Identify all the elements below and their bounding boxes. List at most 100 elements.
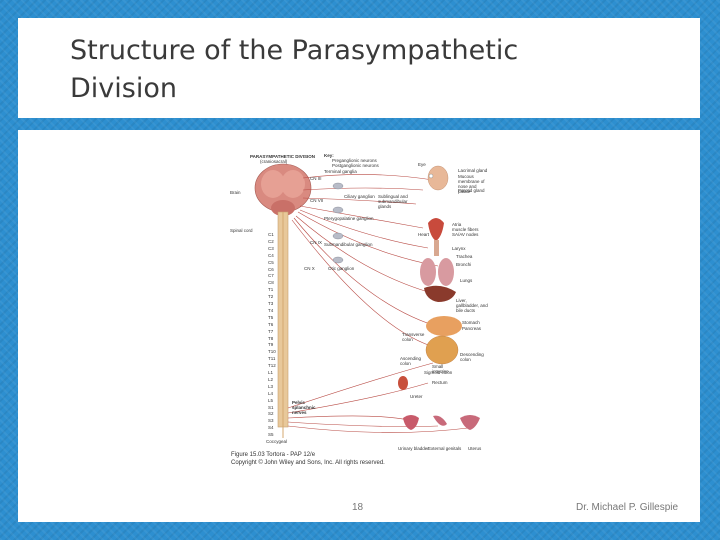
vertebra-label: T3 — [268, 301, 274, 306]
slide-title-line2: Division — [70, 73, 177, 104]
ganglion-ciliary — [332, 182, 344, 190]
genitals-organ — [433, 415, 447, 426]
vertebra-label: T1 — [268, 287, 274, 293]
spinal-cord-label: Spinal cord — [230, 228, 253, 233]
vertebra-label: C5 — [268, 259, 274, 265]
organ-label-muscle: muscle fibers — [452, 227, 479, 232]
trachea-organ — [434, 240, 439, 256]
author-footer: Dr. Michael P. Gillespie — [576, 502, 679, 513]
diagram-graphics — [254, 163, 480, 438]
nerve-rectum — [287, 382, 429, 414]
nerve-intestine — [291, 219, 439, 349]
vertebra-label: S2 — [268, 411, 274, 417]
organ-label-mucous: Mucous membrane of nose and palate — [458, 174, 485, 194]
vertebra-label: T11 — [268, 356, 276, 362]
brain-label: Brain — [230, 190, 241, 195]
pelvic-nerve-label-1: Pelvic — [292, 400, 306, 405]
ganglion-pterygopalatine — [332, 206, 344, 214]
cn-x-label: CN X — [304, 266, 315, 271]
ganglion-otic — [332, 256, 344, 264]
organ-label-ascending-colon: Ascending colon — [400, 356, 422, 366]
terminal-ganglia-label: Terminal ganglia — [324, 169, 357, 174]
nerve-colon — [287, 362, 434, 409]
ganglion-label-pterygopalatine: Pterygopalatine ganglion — [324, 216, 374, 221]
ganglion-label-ciliary: Ciliary ganglion — [344, 194, 375, 199]
nerve-bladder — [287, 415, 409, 421]
brain-left-lobe — [261, 170, 285, 198]
ganglia-nodes — [332, 182, 344, 264]
vertebra-label: T12 — [268, 363, 276, 369]
organ-label-atria: Atria — [452, 222, 462, 227]
vertebra-label: S5 — [268, 432, 274, 438]
ganglion-submandibular — [332, 232, 344, 240]
diagram-heading: PARASYMPATHETIC DIVISION — [250, 154, 316, 159]
title-panel: Structure of the Parasympathetic Divisio… — [18, 18, 700, 118]
vertebra-label: C2 — [268, 238, 274, 244]
key-item-preganglionic: Preganglionic neurons — [332, 158, 377, 163]
nerve-uterus — [287, 425, 469, 433]
stomach-organ — [426, 316, 462, 336]
organ-label-uterus: Uterus — [468, 446, 482, 451]
organ-label-eye: Eye — [418, 162, 426, 167]
cn-ix-label: CN IX — [310, 240, 323, 245]
slide-title: Structure of the Parasympathetic Divisio… — [70, 32, 670, 108]
organ-label-salivary: Sublingual and submandibular glands — [378, 194, 408, 209]
vertebra-label: T8 — [268, 335, 274, 341]
key-title: Key: — [324, 153, 334, 158]
vertebra-label: C8 — [268, 280, 274, 286]
vertebra-label: L1 — [268, 370, 274, 375]
pelvic-nerve-label-3: nerves — [292, 410, 307, 415]
vertebra-label: C1 — [268, 232, 274, 237]
pelvic-nerve-label-2: splanchnic — [292, 405, 316, 410]
organ-label-genitals: External genitals — [428, 446, 462, 451]
nerve-genitals — [287, 421, 439, 427]
organ-label-parotid: Parotid gland — [458, 188, 485, 193]
nerve-salivary — [302, 197, 417, 205]
organ-label-descending-colon: Descending colon — [460, 352, 484, 362]
organ-label-rectum: Rectum — [432, 380, 448, 385]
liver-organ — [424, 285, 456, 302]
vertebra-label: T5 — [268, 314, 274, 320]
brain-right-lobe — [281, 170, 305, 198]
right-lung — [438, 258, 454, 286]
vertebra-label: C3 — [268, 245, 274, 251]
diagram-heading-sub: (craniosacral) — [260, 159, 288, 164]
organ-label-ureter: Ureter — [410, 394, 423, 399]
vertebra-label: T9 — [268, 342, 274, 348]
nerve-stomach — [293, 217, 444, 329]
slide-title-line1: Structure of the Parasympathetic — [70, 35, 519, 66]
nerve-lungs — [297, 211, 439, 267]
vertebra-label: S3 — [268, 418, 274, 424]
cn-iii-label: CN III — [310, 176, 322, 181]
figure-caption-line1: Figure 15.03 Tortora - PAP 12/e — [231, 452, 316, 458]
vertebra-label: S1 — [268, 404, 274, 410]
vertebra-label: C4 — [268, 252, 274, 258]
vertebra-label: L3 — [268, 383, 274, 389]
organ-label-heart: Heart — [418, 232, 430, 237]
vertebra-label: C7 — [268, 273, 274, 279]
eye-organ — [428, 173, 434, 179]
key-item-postganglionic: Postganglionic neurons — [332, 163, 379, 168]
vertebra-label: L5 — [268, 397, 274, 403]
uterus-organ — [460, 415, 480, 430]
vertebra-label: T6 — [268, 321, 274, 327]
left-lung — [420, 258, 436, 286]
vertebra-label: Coccygeal — [266, 439, 288, 444]
parasympathetic-diagram: PARASYMPATHETIC DIVISION (craniosacral) … — [228, 148, 490, 473]
nerve-eye — [302, 174, 434, 181]
bladder-organ — [403, 415, 419, 430]
vertebra-label: T2 — [268, 294, 274, 300]
organ-label-liver: Liver, gallbladder, and bile ducts — [456, 298, 488, 313]
ganglion-label-otic: Otic ganglion — [328, 266, 355, 271]
organ-label-small-intestine: Small intestine — [432, 364, 449, 374]
organ-label-lungs: Lungs — [460, 278, 473, 283]
organ-label-bladder: Urinary bladder — [398, 446, 429, 451]
vertebra-label: L4 — [268, 390, 274, 396]
page-number: 18 — [352, 502, 364, 513]
organ-label-sigmoid-colon: Sigmoid colon — [424, 370, 453, 375]
brainstem — [271, 200, 295, 216]
head-organ — [427, 165, 449, 191]
heart-organ — [428, 218, 444, 241]
content-panel — [18, 130, 700, 522]
nerve-heart — [299, 205, 424, 229]
